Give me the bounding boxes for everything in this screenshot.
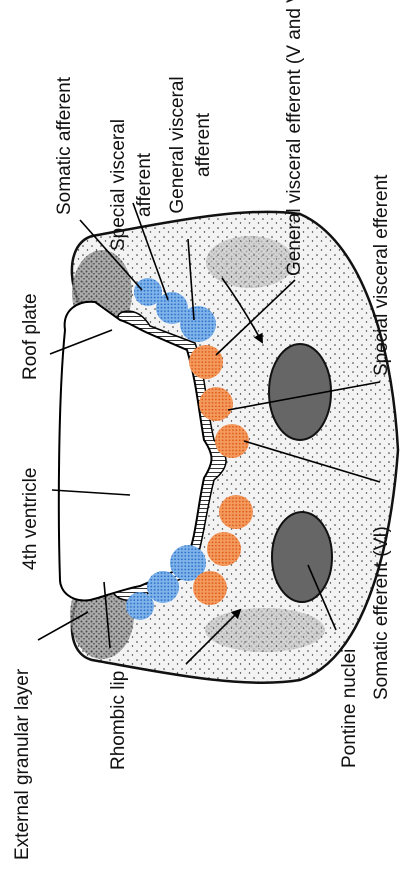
svg-text:External granular layer: External granular layer bbox=[12, 668, 33, 860]
label-external-granular-layer: External granular layer bbox=[12, 668, 33, 860]
general-visceral-efferent-nucleus-upper bbox=[189, 345, 223, 379]
svg-text:Pontine nuclei: Pontine nuclei bbox=[339, 649, 360, 768]
somatic-efferent-nucleus-upper bbox=[215, 424, 249, 458]
dense-region-upper bbox=[206, 236, 294, 288]
special-visceral-efferent-nucleus-upper bbox=[199, 387, 233, 421]
svg-text:Somatic afferent: Somatic afferent bbox=[54, 76, 75, 215]
svg-text:General visceral efferent (V a: General visceral efferent (V and VII) bbox=[284, 0, 305, 276]
svg-text:afferent: afferent bbox=[134, 152, 155, 217]
svg-text:afferent: afferent bbox=[193, 112, 214, 177]
label-somatic-efferent: Somatic efferent (VI) bbox=[371, 526, 392, 700]
svg-text:Special visceral: Special visceral bbox=[108, 119, 129, 251]
special-visceral-afferent-nucleus-lower bbox=[147, 571, 179, 603]
dense-region-lower bbox=[205, 608, 325, 652]
general-visceral-afferent-nucleus-upper bbox=[180, 306, 216, 342]
svg-text:Special visceral efferent: Special visceral efferent bbox=[371, 174, 392, 376]
general-visceral-efferent-nucleus-lower bbox=[193, 571, 227, 605]
label-pontine-nuclei: Pontine nuclei bbox=[339, 649, 360, 768]
label-fourth-ventricle: 4th ventricle bbox=[20, 468, 41, 570]
somatic-efferent-nucleus-lower bbox=[219, 495, 253, 529]
label-general-visceral-afferent: General visceral afferent bbox=[167, 76, 214, 213]
svg-text:Somatic efferent (VI): Somatic efferent (VI) bbox=[371, 526, 392, 700]
somatic-afferent-nucleus-lower bbox=[126, 592, 154, 620]
svg-text:Roof plate: Roof plate bbox=[20, 293, 41, 380]
svg-text:Rhombic lip: Rhombic lip bbox=[108, 671, 129, 770]
special-visceral-efferent-nucleus-lower bbox=[207, 532, 241, 566]
label-roof-plate: Roof plate bbox=[20, 293, 41, 380]
pontine-nucleus-lower bbox=[272, 512, 332, 602]
label-general-visceral-efferent: General visceral efferent (V and VII) bbox=[284, 0, 305, 276]
svg-text:4th ventricle: 4th ventricle bbox=[20, 468, 41, 570]
label-rhombic-lip: Rhombic lip bbox=[108, 671, 129, 770]
label-special-visceral-efferent: Special visceral efferent bbox=[371, 174, 392, 376]
svg-text:General visceral: General visceral bbox=[167, 76, 188, 213]
label-somatic-afferent: Somatic afferent bbox=[54, 76, 75, 215]
